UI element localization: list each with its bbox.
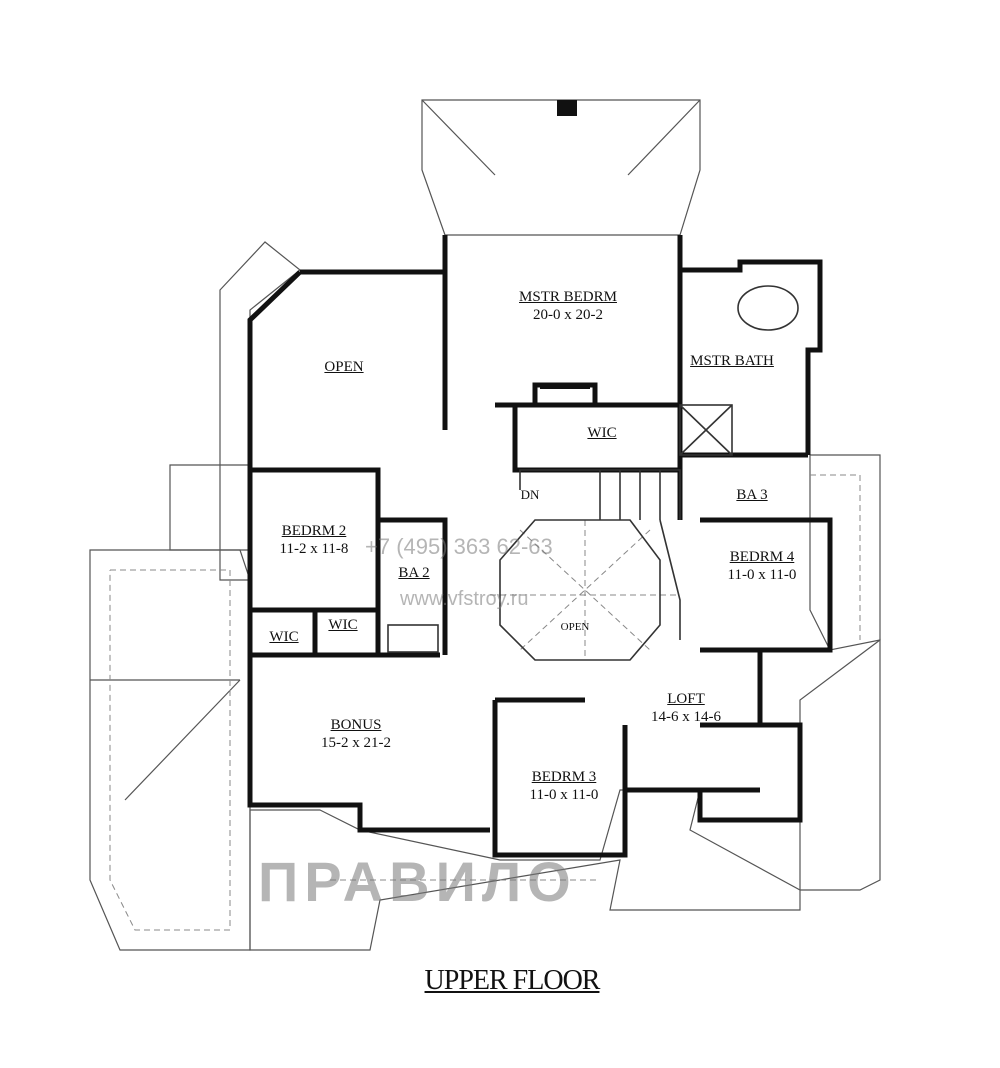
watermark-phone: +7 (495) 363 62-63: [365, 534, 553, 559]
dashed-lines: [109, 474, 861, 931]
watermark-logo: ПРАВИЛО: [258, 850, 577, 913]
open-to-below-label: OPEN: [560, 621, 590, 633]
watermark-site: www.vfstroy.ru: [400, 588, 529, 610]
roof-outlines: [89, 99, 881, 951]
chimney-and-fixtures: [540, 100, 590, 389]
plan-title: UPPER FLOOR: [424, 965, 601, 996]
room-label-ba-3: BA 3: [736, 487, 768, 503]
room-label-wic-2: WIC: [328, 617, 358, 633]
stair-down-label: DN: [520, 487, 540, 502]
room-label-wic-master: WIC: [587, 425, 617, 441]
room-label-mstr-bath: MSTR BATH: [690, 353, 774, 369]
room-label-open: OPEN: [324, 359, 364, 375]
room-label-wic-1: WIC: [269, 629, 299, 645]
room-label-ba-2: BA 2: [398, 565, 430, 581]
stair-and-atrium: [387, 285, 799, 661]
